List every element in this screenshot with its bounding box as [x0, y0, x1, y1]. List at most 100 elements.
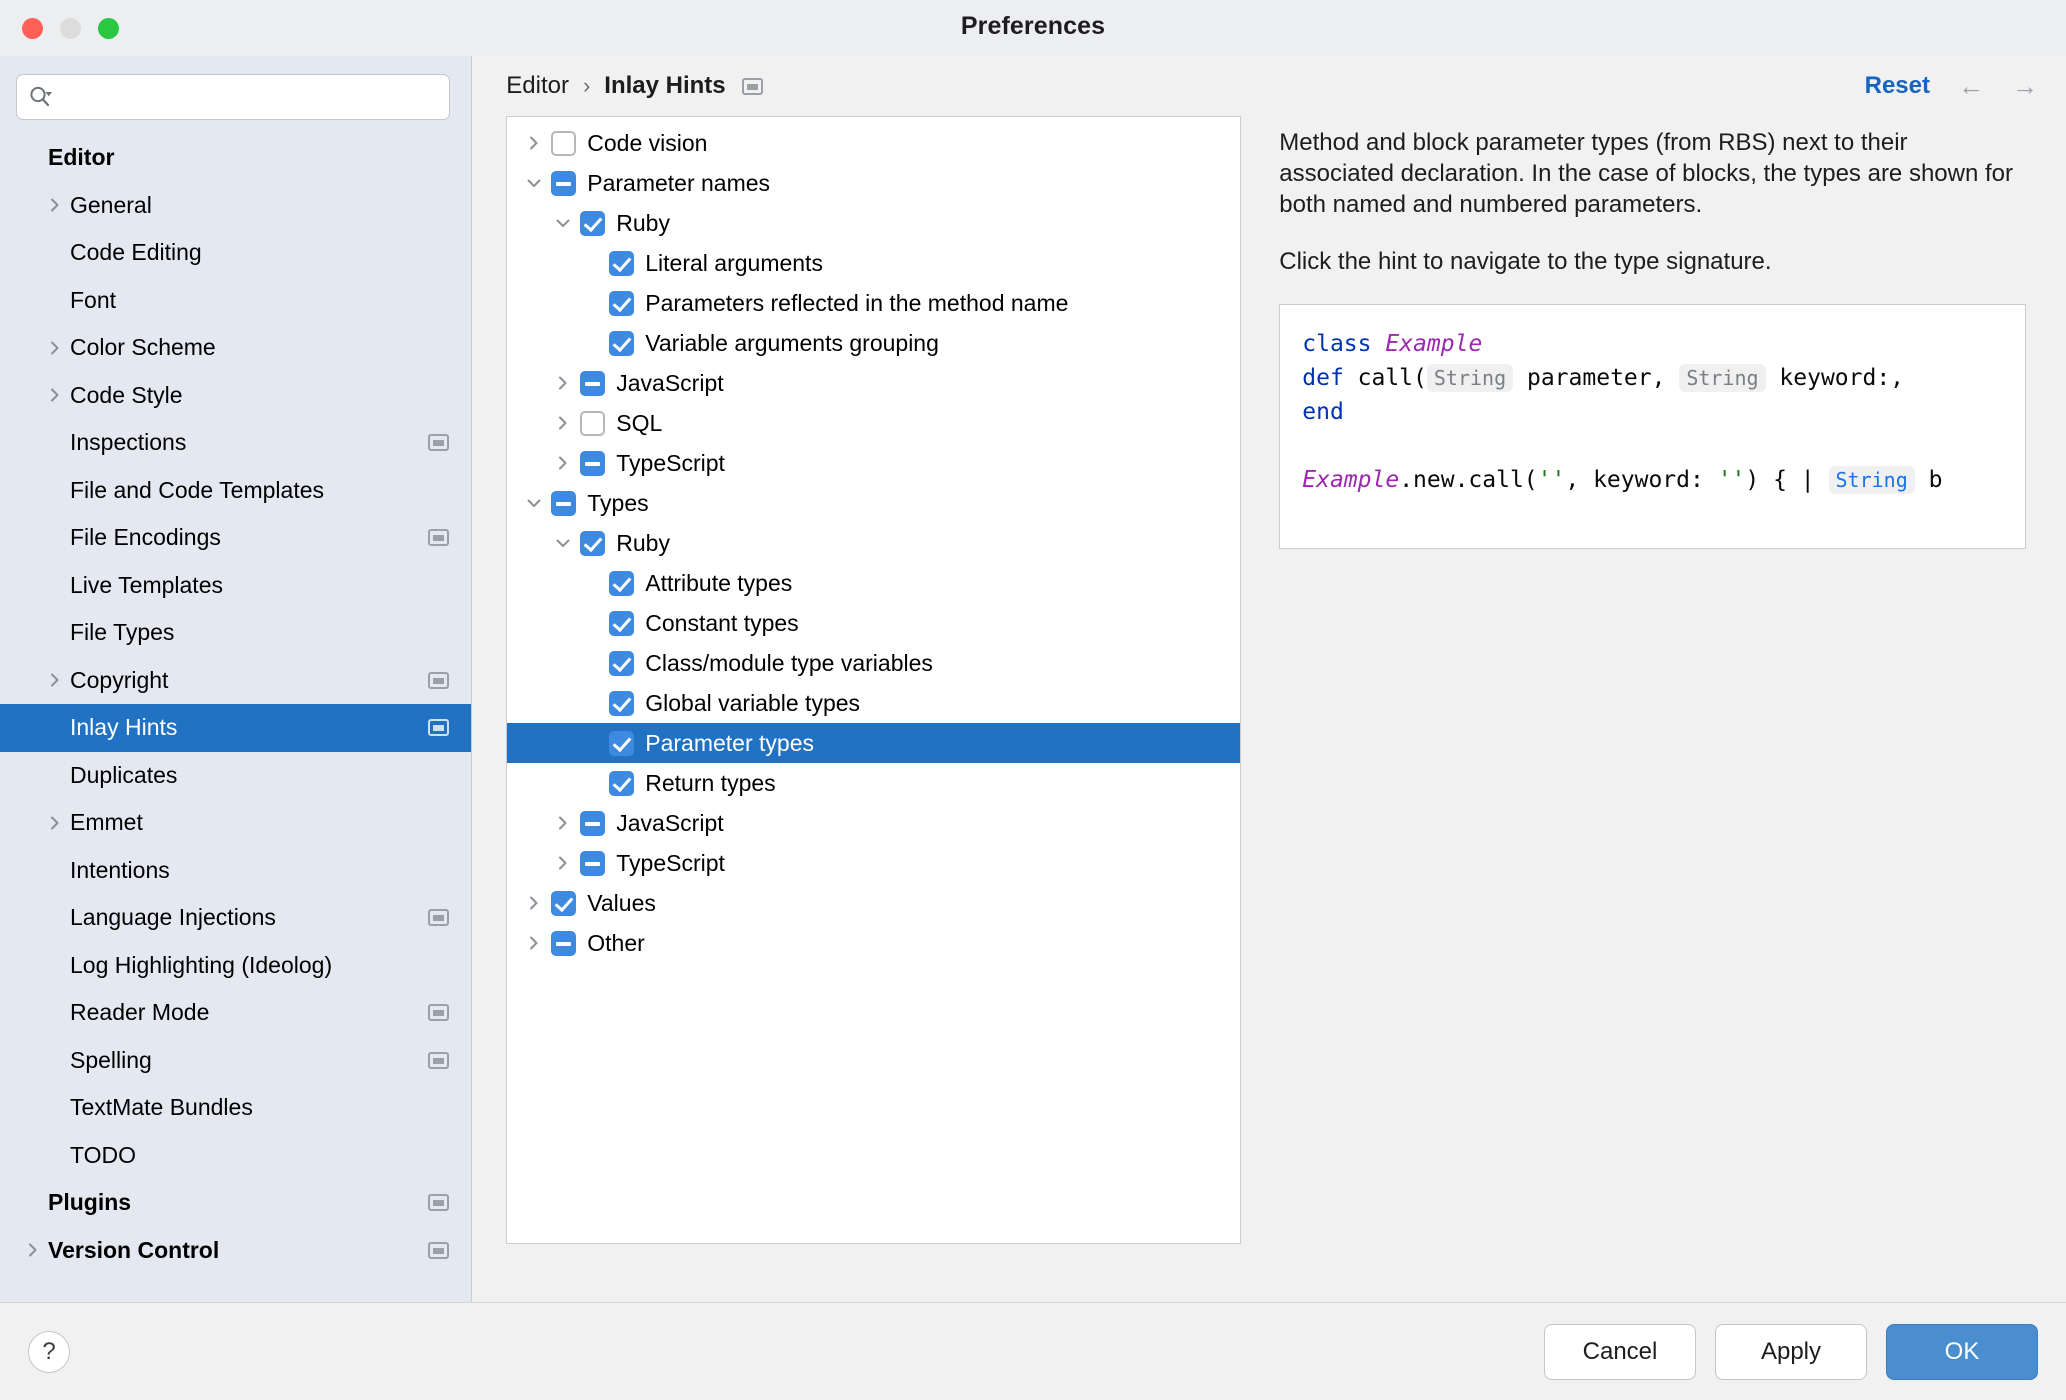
settings-sync-badge-icon[interactable] [428, 434, 450, 452]
settings-sync-badge-icon[interactable] [428, 1004, 450, 1022]
search-box[interactable] [16, 74, 451, 120]
checkbox-mixed[interactable] [551, 490, 577, 516]
settings-sync-badge-icon[interactable] [428, 1241, 450, 1259]
settings-sync-badge-icon[interactable] [428, 719, 450, 737]
sidebar-item-live-templates[interactable]: Live Templates [0, 562, 471, 610]
settings-sync-badge-icon[interactable] [428, 909, 450, 927]
apply-button[interactable]: Apply [1715, 1323, 1867, 1380]
settings-sync-badge-icon[interactable] [741, 77, 763, 95]
sidebar-item-todo[interactable]: TODO [0, 1132, 471, 1180]
checkbox-on[interactable] [609, 610, 635, 636]
tree-row[interactable]: Code vision [507, 123, 1240, 163]
tree-row[interactable]: Return types [507, 763, 1240, 803]
checkbox-on[interactable] [609, 330, 635, 356]
chevron-right-icon[interactable] [40, 671, 70, 689]
checkbox-on[interactable] [609, 570, 635, 596]
tree-row[interactable]: TypeScript [507, 843, 1240, 883]
tree-row[interactable]: JavaScript [507, 363, 1240, 403]
search-input[interactable] [57, 75, 440, 119]
breadcrumb-parent[interactable]: Editor [506, 72, 569, 99]
close-button-icon[interactable] [22, 18, 43, 39]
chevron-right-icon[interactable] [546, 854, 580, 872]
inlay-hint-type-3[interactable]: String [1828, 465, 1915, 494]
checkbox-mixed[interactable] [580, 810, 606, 836]
tree-row[interactable]: Constant types [507, 603, 1240, 643]
chevron-right-icon[interactable] [40, 196, 70, 214]
tree-row[interactable]: Ruby [507, 203, 1240, 243]
settings-sync-badge-icon[interactable] [428, 529, 450, 547]
checkbox-on[interactable] [580, 530, 606, 556]
chevron-right-icon[interactable] [517, 134, 551, 152]
tree-row[interactable]: Types [507, 483, 1240, 523]
sidebar-item-duplicates[interactable]: Duplicates [0, 752, 471, 800]
checkbox-on[interactable] [609, 650, 635, 676]
checkbox-mixed[interactable] [551, 170, 577, 196]
checkbox-on[interactable] [609, 770, 635, 796]
sidebar-item-color-scheme[interactable]: Color Scheme [0, 324, 471, 372]
tree-row[interactable]: Parameter types [507, 723, 1241, 763]
sidebar-item-font[interactable]: Font [0, 277, 471, 325]
checkbox-on[interactable] [609, 250, 635, 276]
tree-row[interactable]: Class/module type variables [507, 643, 1240, 683]
sidebar-item-copyright[interactable]: Copyright [0, 657, 471, 705]
inlay-hint-type-2[interactable]: String [1679, 363, 1766, 392]
back-arrow-icon[interactable]: ← [1958, 71, 1984, 101]
chevron-right-icon[interactable] [517, 934, 551, 952]
checkbox-on[interactable] [609, 290, 635, 316]
chevron-right-icon[interactable] [40, 386, 70, 404]
sidebar-item-editor[interactable]: Editor [0, 134, 471, 182]
tree-row[interactable]: Attribute types [507, 563, 1240, 603]
chevron-right-icon[interactable] [18, 1241, 48, 1259]
sidebar-item-code-style[interactable]: Code Style [0, 372, 471, 420]
checkbox-mixed[interactable] [580, 450, 606, 476]
tree-row[interactable]: TypeScript [507, 443, 1240, 483]
settings-sync-badge-icon[interactable] [428, 1051, 450, 1069]
settings-sync-badge-icon[interactable] [428, 1194, 450, 1212]
reset-button[interactable]: Reset [1864, 72, 1930, 99]
sidebar-item-plugins[interactable]: Plugins [0, 1179, 471, 1227]
checkbox-mixed[interactable] [551, 930, 577, 956]
inlay-hint-type-1[interactable]: String [1426, 363, 1514, 392]
chevron-right-icon[interactable] [546, 374, 580, 392]
tree-row[interactable]: Variable arguments grouping [507, 323, 1240, 363]
sidebar-item-intentions[interactable]: Intentions [0, 847, 471, 895]
checkbox-mixed[interactable] [580, 370, 606, 396]
sidebar-item-language-injections[interactable]: Language Injections [0, 894, 471, 942]
tree-row[interactable]: Other [507, 923, 1240, 963]
minimize-button-icon[interactable] [60, 18, 81, 39]
ok-button[interactable]: OK [1886, 1323, 2038, 1380]
tree-row[interactable]: Values [507, 883, 1240, 923]
sidebar-item-textmate-bundles[interactable]: TextMate Bundles [0, 1084, 471, 1132]
chevron-right-icon[interactable] [546, 814, 580, 832]
checkbox-on[interactable] [609, 690, 635, 716]
tree-row[interactable]: Literal arguments [507, 243, 1240, 283]
sidebar-item-inspections[interactable]: Inspections [0, 419, 471, 467]
checkbox-mixed[interactable] [580, 850, 606, 876]
sidebar-item-reader-mode[interactable]: Reader Mode [0, 989, 471, 1037]
chevron-right-icon[interactable] [40, 339, 70, 357]
chevron-right-icon[interactable] [546, 454, 580, 472]
sidebar-item-spelling[interactable]: Spelling [0, 1037, 471, 1085]
tree-row[interactable]: Parameter names [507, 163, 1240, 203]
sidebar-item-log-highlighting-ideolog[interactable]: Log Highlighting (Ideolog) [0, 942, 471, 990]
tree-row[interactable]: SQL [507, 403, 1240, 443]
cancel-button[interactable]: Cancel [1544, 1323, 1696, 1380]
sidebar-item-general[interactable]: General [0, 182, 471, 230]
chevron-down-icon[interactable] [517, 174, 551, 192]
chevron-right-icon[interactable] [546, 414, 580, 432]
forward-arrow-icon[interactable]: → [2012, 71, 2038, 101]
chevron-right-icon[interactable] [40, 814, 70, 832]
chevron-down-icon[interactable] [546, 214, 580, 232]
checkbox-off[interactable] [551, 130, 577, 156]
checkbox-on[interactable] [580, 210, 606, 236]
zoom-button-icon[interactable] [98, 18, 119, 39]
sidebar-item-inlay-hints[interactable]: Inlay Hints [0, 704, 472, 752]
sidebar-item-file-and-code-templates[interactable]: File and Code Templates [0, 467, 471, 515]
checkbox-on[interactable] [551, 890, 577, 916]
sidebar-item-code-editing[interactable]: Code Editing [0, 229, 471, 277]
chevron-down-icon[interactable] [517, 494, 551, 512]
chevron-down-icon[interactable] [546, 534, 580, 552]
checkbox-on[interactable] [609, 730, 635, 756]
tree-row[interactable]: Ruby [507, 523, 1240, 563]
